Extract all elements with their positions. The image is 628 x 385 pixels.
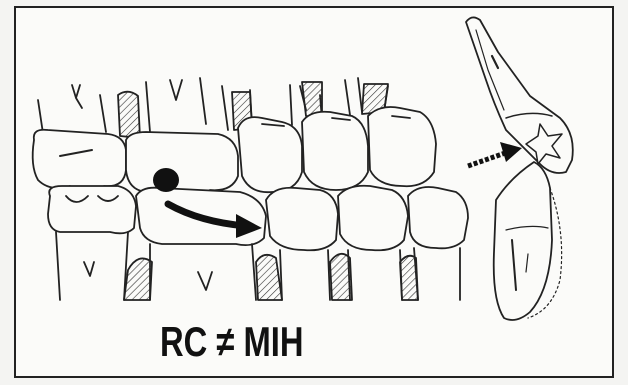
hatched-root	[124, 258, 152, 300]
occlusal-contact-dot	[153, 168, 179, 192]
hatched-root	[330, 254, 352, 300]
hatched-root	[256, 255, 282, 300]
hatched-root	[400, 256, 418, 300]
lower-tooth-3	[266, 188, 338, 251]
upper-tooth-4	[302, 112, 368, 190]
lower-molar-1	[48, 186, 136, 233]
hatched-root	[118, 92, 140, 138]
upper-tooth-3	[238, 117, 302, 192]
caption-container: RC ≠ MIH	[160, 318, 390, 368]
lower-tooth-4	[338, 186, 408, 251]
profile-lower-tooth	[494, 162, 552, 320]
contact-arrow	[468, 142, 522, 166]
upper-tooth-5	[368, 107, 436, 186]
upper-molar-2	[126, 132, 238, 196]
lower-tooth-5	[408, 187, 468, 248]
upper-molar-1	[33, 130, 126, 191]
caption-text: RC ≠ MIH	[160, 318, 304, 366]
